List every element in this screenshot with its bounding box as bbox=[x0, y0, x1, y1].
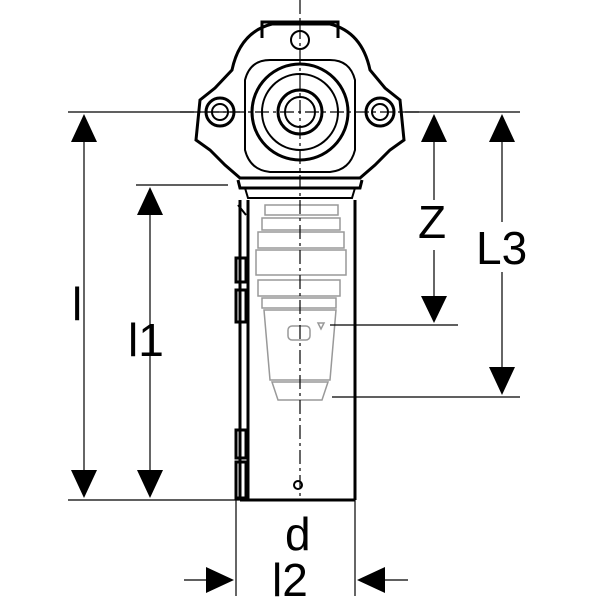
label-z: Z bbox=[418, 196, 446, 248]
press-insert bbox=[255, 204, 347, 401]
dimension-l3: L3 bbox=[332, 111, 527, 398]
label-l2: l2 bbox=[272, 554, 308, 600]
dimension-l: l bbox=[68, 111, 240, 501]
label-l3: L3 bbox=[476, 222, 527, 274]
pipe-section bbox=[234, 200, 357, 502]
dimension-l2: d l2 bbox=[184, 500, 408, 600]
dimension-l1: l1 bbox=[128, 184, 228, 498]
dimension-z: Z bbox=[330, 114, 458, 326]
label-l: l bbox=[72, 278, 82, 330]
label-l1: l1 bbox=[128, 314, 164, 366]
label-d: d bbox=[285, 508, 311, 560]
